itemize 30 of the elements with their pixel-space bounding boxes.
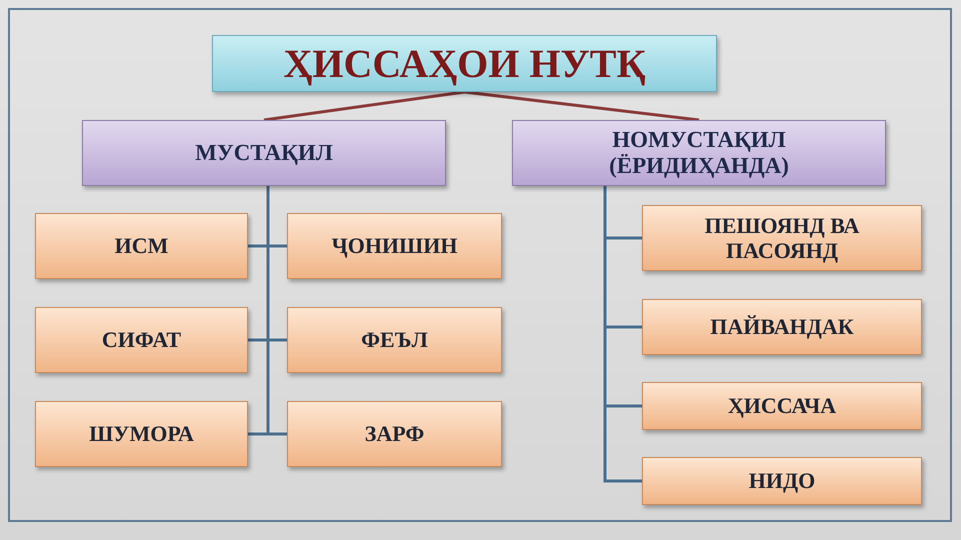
- category-box: [82, 120, 446, 186]
- part-box: [35, 307, 248, 373]
- part-box: [642, 457, 922, 505]
- connector-line: [266, 186, 287, 436]
- part-box: [287, 401, 502, 467]
- part-box: [287, 307, 502, 373]
- part-box: [35, 213, 248, 279]
- part-box: [642, 299, 922, 355]
- node-label: СИФАТ: [102, 327, 182, 353]
- node-label: ФЕЪЛ: [361, 327, 428, 353]
- node-label: ҲИССАҲОИ НУТҚ: [284, 40, 646, 86]
- connector-line: [604, 186, 642, 482]
- connector-line: [264, 90, 465, 122]
- node-label: ЗАРФ: [364, 421, 424, 447]
- connector-line: [464, 90, 700, 122]
- node-label: ҲИССАЧА: [728, 393, 836, 419]
- part-box: [642, 205, 922, 271]
- part-box: [287, 213, 502, 279]
- title-box: [212, 35, 717, 92]
- category-box: [512, 120, 886, 186]
- node-label: НИДО: [748, 468, 816, 494]
- node-label: ПЕШОЯНД ВА ПАСОЯНД: [704, 212, 860, 264]
- node-label: ПАЙВАНДАК: [710, 314, 854, 340]
- part-box: [35, 401, 248, 467]
- node-label: ИСМ: [114, 233, 168, 259]
- node-label: НОМУСТАҚИЛ (ЁРИДИҲАНДА): [608, 126, 790, 180]
- part-box: [642, 382, 922, 430]
- node-label: ШУМОРА: [89, 421, 194, 447]
- node-label: ҶОНИШИН: [332, 233, 458, 259]
- node-label: МУСТАҚИЛ: [195, 140, 333, 166]
